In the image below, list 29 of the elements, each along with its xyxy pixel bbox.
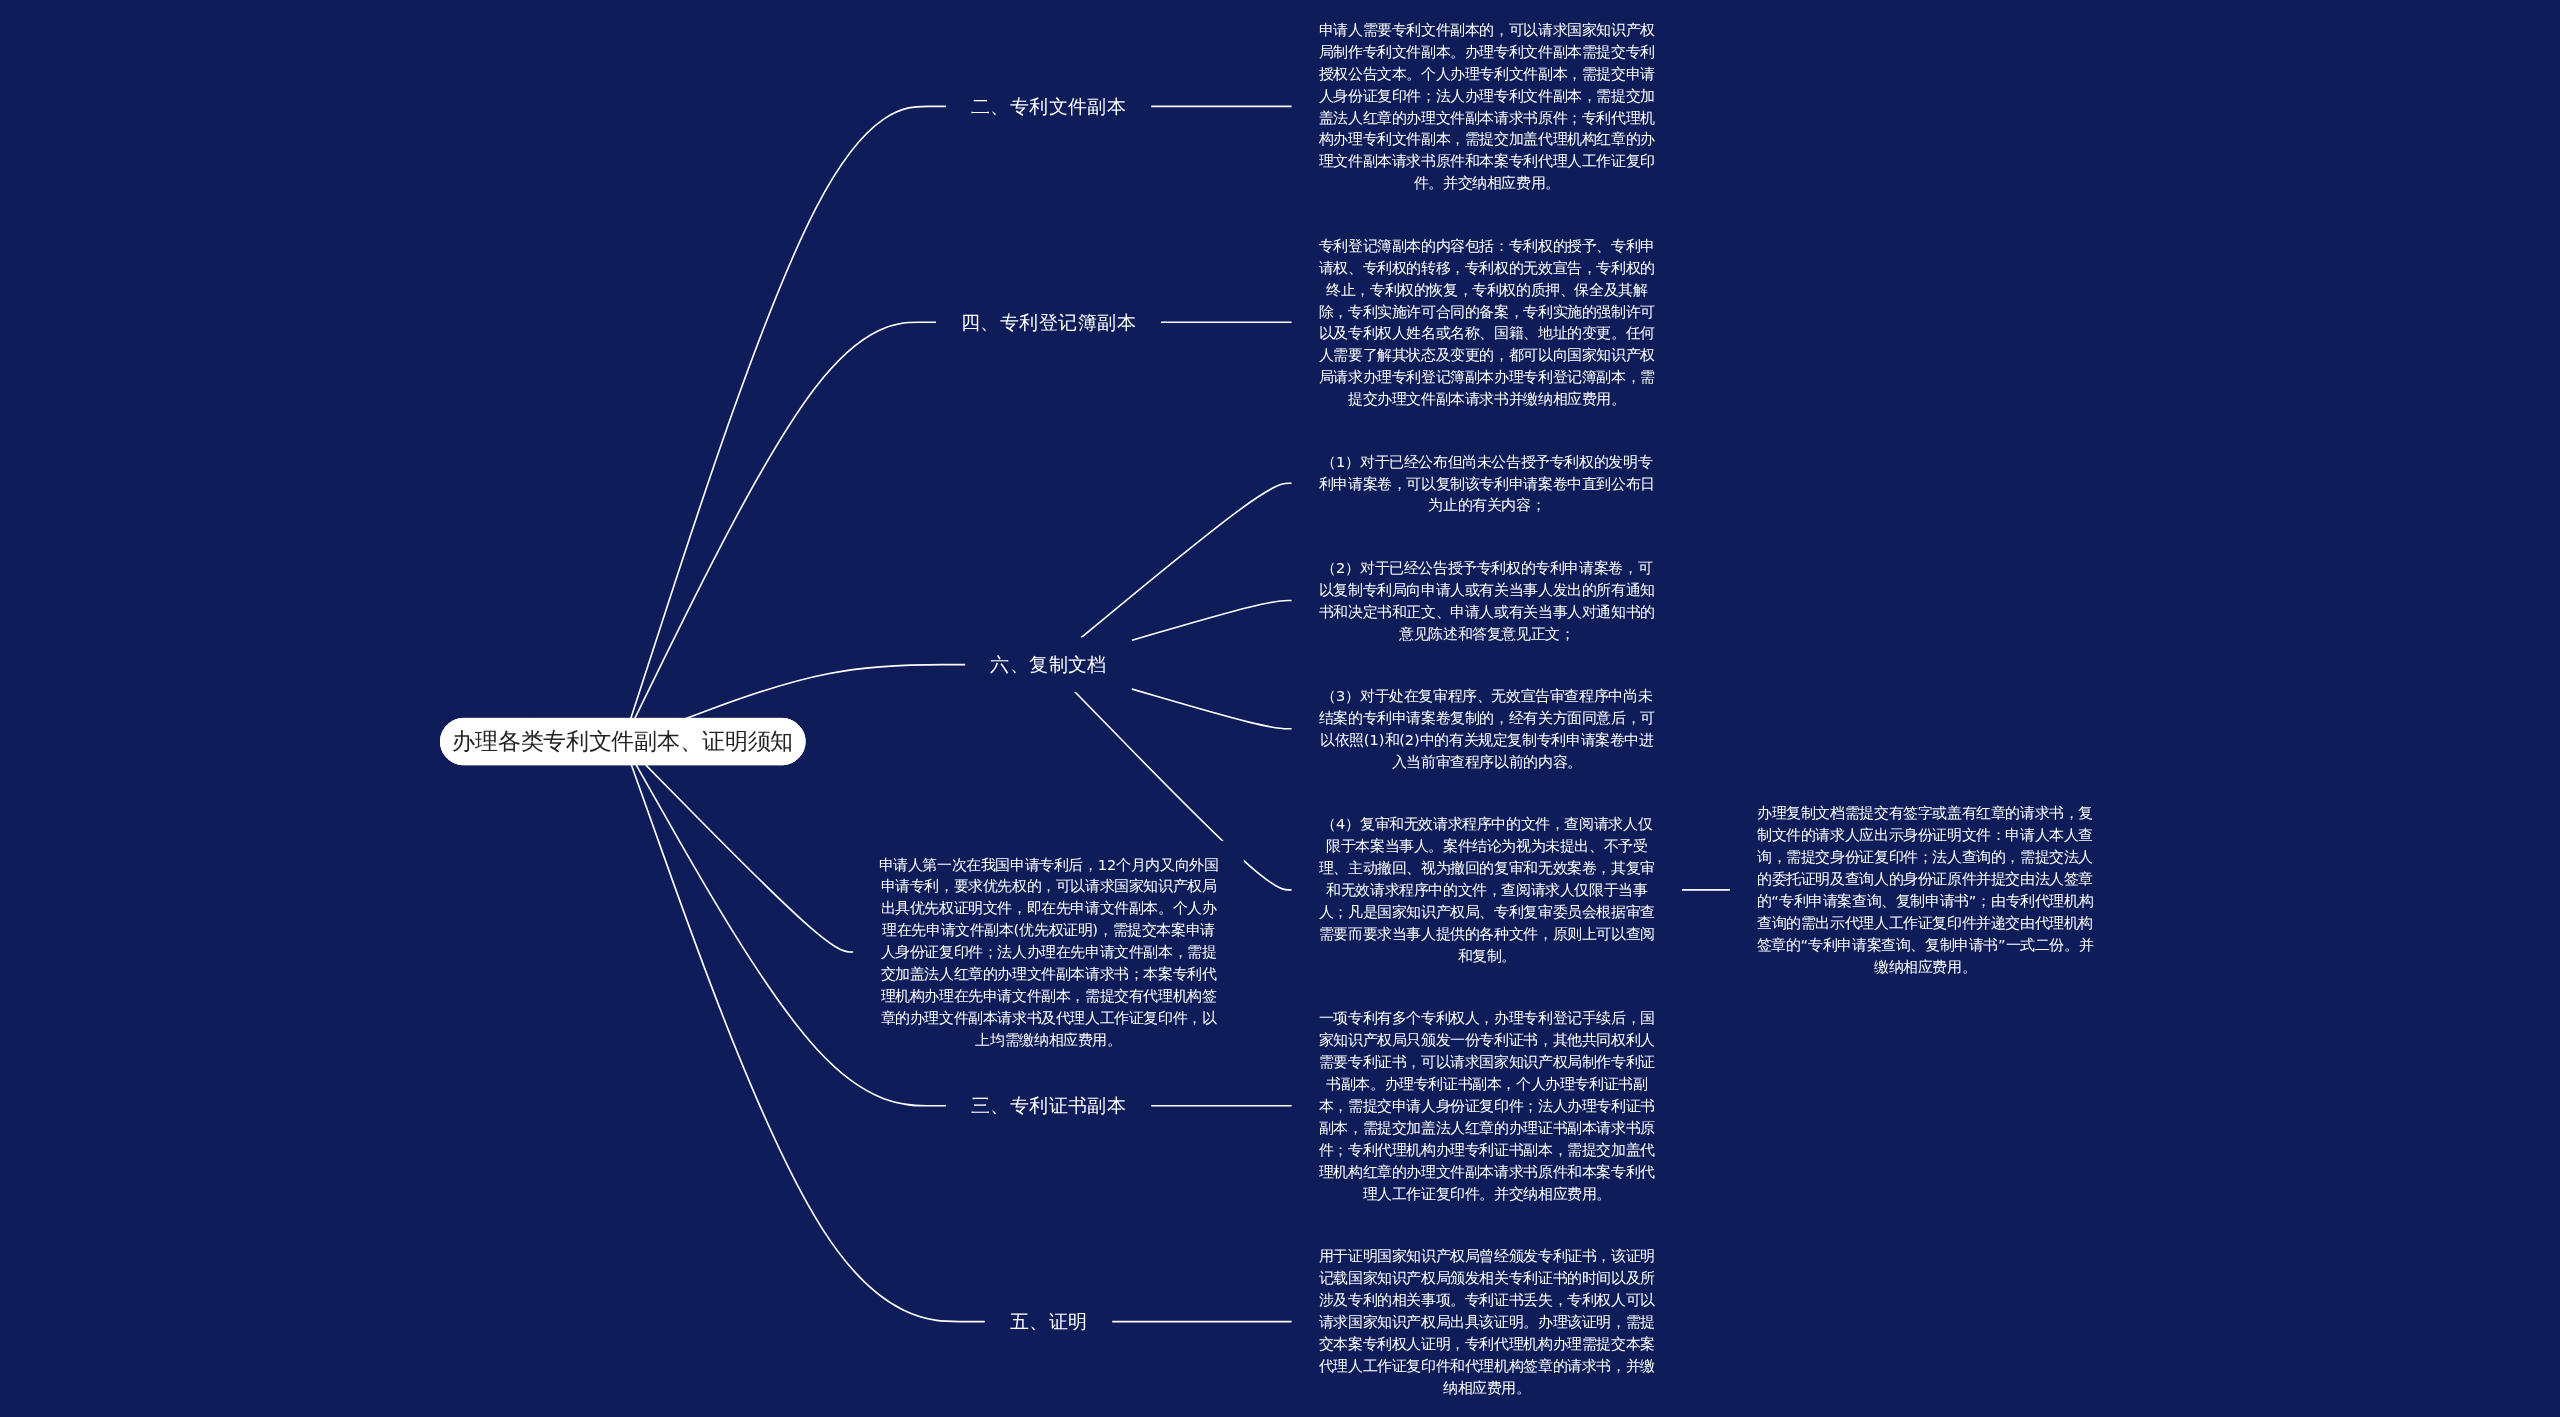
connector	[1110, 1320, 1293, 1323]
node-text: 六、复制文档	[989, 653, 1107, 677]
node-text: 办理复制文档需提交有签字或盖有红章的请求书，复制文件的请求人应出示身份证明文件：申请人本人查询，需提交身份证复印件；法人查询的，需提交法人的委托证明及查询人的身份证原件并提交由法人签章的“专利申请案查询、复制申请书”；由专利代理机构查询的需出示代理人工作证复印件并递交由代理机构签章的“专利申请案查询、复制申请书”一式二份。并缴纳相应费用。	[1756, 804, 2094, 976]
connector	[1159, 321, 1293, 323]
node-text: 申请人需要专利文件副本的，可以请求国家知识产权局制作专利文件副本。办理专利文件副本需提交专利授权公告文本。个人办理专利文件副本，需提交申请人身份证复印件；法人办理专利文件副本，需提交加盖法人红章的办理文件副本请求书原件；专利代理机构办理专利文件副本，需提交加盖代理机构红章的办理文件副本请求书原件和本案专利代理人工作证复印件。并交纳相应费用。	[1318, 21, 1655, 192]
connector	[1130, 599, 1293, 642]
connector	[635, 764, 947, 1107]
connector	[1149, 1104, 1293, 1107]
node-text: 二、专利文件副本	[970, 94, 1127, 118]
node-text: （4）复审和无效请求程序中的文件，查阅请求人仅限于本案当事人。案件结论为视为未提出、不予受理、主动撤回、视为撤回的复审和无效案卷，其复审和无效请求程序中的文件，查阅请求人仅限于当事人；凡是国家知识产权局、专利复审委员会根据审查需要而要求当事人提供的各种文件，原则上可以查阅和复制。	[1318, 815, 1655, 965]
connector	[1130, 688, 1293, 730]
node-text: 用于证明国家知识产权局曾经颁发专利证书，该证明记载国家知识产权局颁发相关专利证书的时间以及所涉及专利的相关事项。专利证书丢失，专利权人可以请求国家知识产权局出具该证明。办理该证明，需提交本案专利权人证明，专利代理机构办理需提交本案代理人工作证复印件和代理机构签章的请求书，并缴纳相应费用。	[1318, 1247, 1655, 1396]
node-text: 四、专利登记簿副本	[960, 310, 1137, 334]
connector	[1680, 889, 1731, 891]
node-text: 五、证明	[1009, 1310, 1088, 1333]
node-text: 三、专利证书副本	[970, 1094, 1127, 1118]
node-text: （1）对于已经公布但尚未公告授予专利权的发明专利申请案卷，可以复制该专利申请案卷中直到公布日为止的有关内容；	[1318, 452, 1655, 514]
connector	[630, 764, 986, 1323]
node-text: （3）对于处在复审程序、无效宣告审查程序中尚未结案的专利申请案卷复制的，经有关方面同意后，可以依照(1)和(2)中的有关规定复制专利申请案卷中进入当前审查程序以前的内容。	[1318, 687, 1655, 771]
connector	[1073, 690, 1293, 891]
node-text: （2）对于已经公告授予专利权的专利申请案卷，可以复制专利局向申请人或有关当事人发出的所有通知书和决定书和正文、申请人或有关当事人对通知书的意见陈述和答复意见正文；	[1318, 559, 1655, 642]
connector	[633, 321, 938, 720]
connector	[1079, 482, 1293, 639]
connector	[1149, 105, 1293, 108]
node-text: 一项专利有多个专利权人，办理专利登记手续后，国家知识产权局只颁发一份专利证书，其他共同权利人需要专利证书，可以请求国家知识产权局制作专利证书副本。办理专利证书副本，个人办理专利证书副本，需提交申请人身份证复印件；法人办理专利证书副本，需提交加盖法人红章的办理证书副本请求书原件；专利代理机构办理专利证书副本，需提交加盖代理机构红章的办理文件副本请求书原件和本案专利代理人工作证复印件。并交纳相应费用。	[1318, 1009, 1655, 1202]
node-text: 专利登记簿副本的内容包括：专利权的授予、专利申请权、专利权的转移，专利权的无效宣告，专利权的终止，专利权的恢复，专利权的质押、保全及其解除，专利实施许可合同的备案，专利实施的强制许可以及专利权人姓名或名称、国籍、地址的变更。任何人需要了解其状态及变更的，都可以向国家知识产权局请求办理专利登记簿副本办理专利登记簿副本，需提交办理文件副本请求书并缴纳相应费用。	[1318, 236, 1655, 408]
node-text: 申请人第一次在我国申请专利后，12个月内又向外国申请专利，要求优先权的，可以请求国家知识产权局出具优先权证明文件，即在先申请文件副本。个人办理在先申请文件副本(优先权证明)，需提交本案申请人身份证复印件；法人办理在先申请文件副本，需提交加盖法人红章的办理文件副本请求书；本案专利代理机构办理在先申请文件副本，需提交有代理机构签章的办理文件副本请求书及代理人工作证复印件，以上均需缴纳相应费用。	[878, 855, 1219, 1049]
connector	[629, 105, 947, 720]
connector	[644, 764, 855, 953]
